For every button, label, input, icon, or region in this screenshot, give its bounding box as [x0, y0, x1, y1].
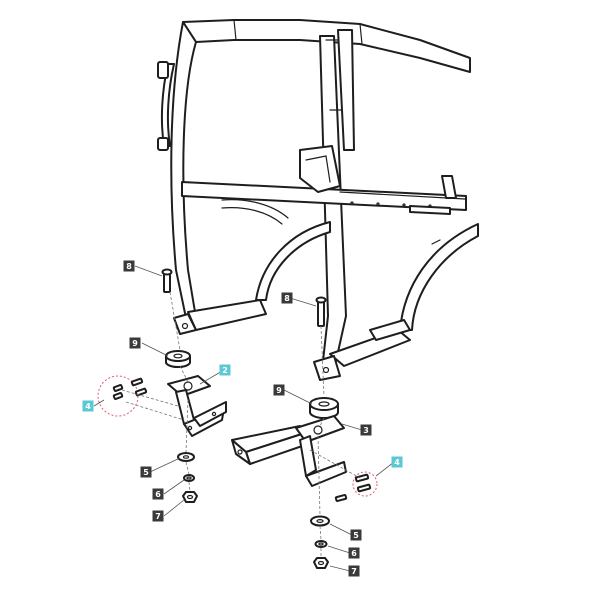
callout-4-3: 4: [82, 400, 94, 412]
callout-box: [360, 424, 372, 436]
callout-9-8: 9: [273, 384, 285, 396]
callout-box: [140, 466, 152, 478]
callout-8-7: 8: [281, 292, 293, 304]
callout-leader-lines: [93, 265, 395, 572]
callout-box: [273, 384, 285, 396]
nut-7-right: [313, 557, 329, 569]
callout-label: 4: [394, 458, 400, 467]
callout-label: 7: [351, 567, 357, 576]
bolt-8-right: [315, 296, 327, 327]
nut-7-left: [182, 491, 198, 503]
callout-label: 3: [363, 426, 369, 435]
highlight-circle-right: [352, 471, 378, 497]
callout-5-11: 5: [350, 529, 362, 541]
callout-6-5: 6: [152, 488, 164, 500]
callout-8-0: 8: [123, 260, 135, 272]
callout-label: 7: [155, 512, 161, 521]
left-mount-assembly: [97, 268, 227, 503]
bolts-4-right: [334, 471, 378, 503]
callout-label: 8: [126, 262, 132, 271]
callout-6-12: 6: [348, 547, 360, 559]
callout-label: 9: [132, 339, 138, 348]
callout-label: 4: [85, 402, 91, 411]
callout-box: [152, 488, 164, 500]
callout-5-4: 5: [140, 466, 152, 478]
callout-7-6: 7: [152, 510, 164, 522]
lockwasher-6-left: [183, 474, 195, 482]
callout-box: [152, 510, 164, 522]
callout-box: [391, 456, 403, 468]
callout-label: 5: [143, 468, 149, 477]
washer-5-left: [177, 452, 195, 462]
callout-label: 8: [284, 294, 290, 303]
callout-box: [348, 547, 360, 559]
callout-box: [82, 400, 94, 412]
callout-box: [348, 565, 360, 577]
bolts-4-left: [97, 375, 148, 417]
callout-label: 9: [276, 386, 282, 395]
bracket-3: [231, 415, 347, 487]
callout-9-1: 9: [129, 337, 141, 349]
lockwasher-6-right: [314, 540, 328, 548]
callout-label: 6: [351, 549, 357, 558]
callout-box: [123, 260, 135, 272]
callout-label: 5: [353, 531, 359, 540]
callout-box: [281, 292, 293, 304]
callout-label: 2: [222, 366, 228, 375]
rubber-mount-9-left: [165, 350, 191, 368]
callout-3-9: 3: [360, 424, 372, 436]
callout-4-10: 4: [391, 456, 403, 468]
bracket-2: [167, 375, 227, 437]
callout-box: [129, 337, 141, 349]
callout-box: [219, 364, 231, 376]
cab-frame: [157, 19, 479, 381]
washer-5-right: [310, 515, 330, 527]
callout-7-13: 7: [348, 565, 360, 577]
callout-badges: 8 9 2 4 5 6 7 8 9 3 4 5 6 7: [82, 260, 403, 577]
callout-label: 6: [155, 490, 161, 499]
callout-box: [350, 529, 362, 541]
bolt-8-left: [161, 268, 173, 293]
rubber-mount-9-right: [309, 397, 339, 419]
right-mount-assembly: [231, 296, 378, 569]
callout-2-2: 2: [219, 364, 231, 376]
